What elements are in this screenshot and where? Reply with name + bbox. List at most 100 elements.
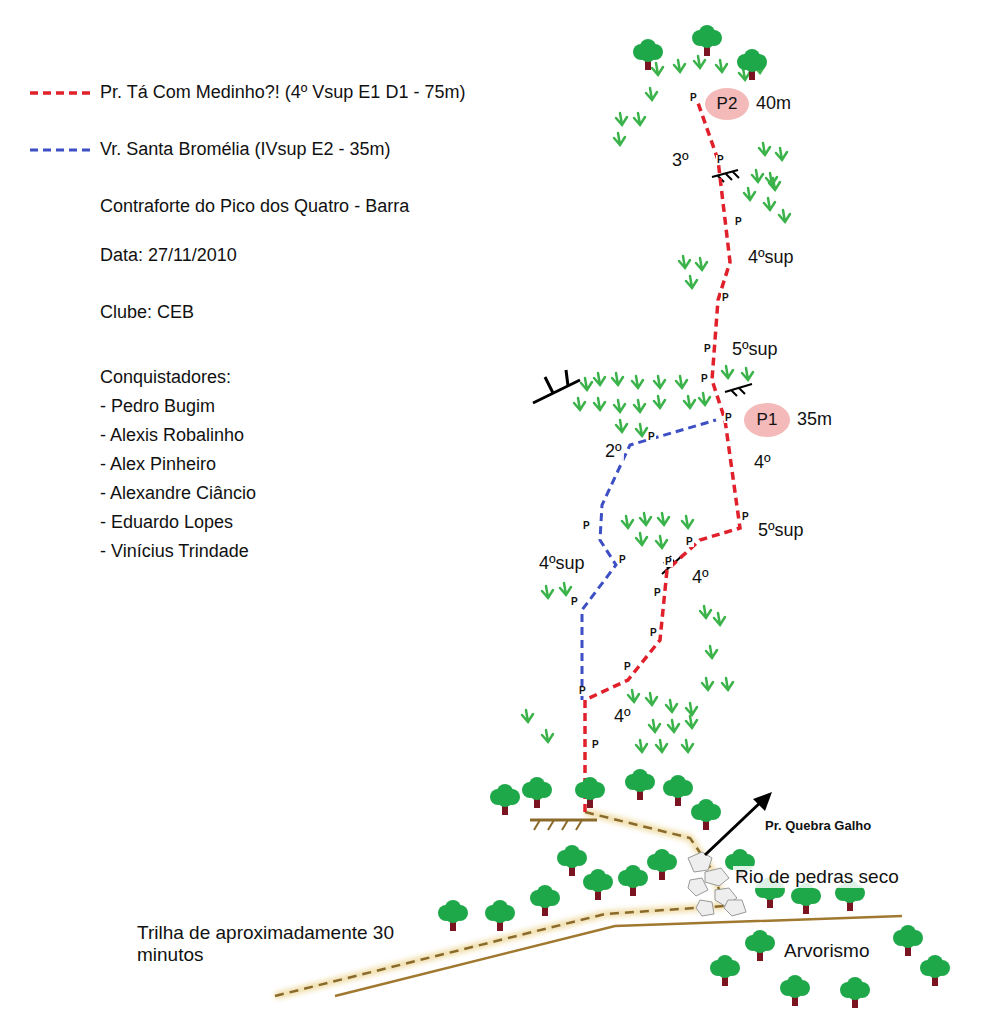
- grass-mark: [722, 366, 733, 378]
- grass-mark: [522, 710, 533, 722]
- grass-mark: [634, 400, 645, 412]
- tree-crown: [927, 962, 943, 978]
- grass-mark: [646, 88, 657, 100]
- station-label: P1: [757, 410, 778, 430]
- grade-label: 4º: [752, 452, 773, 473]
- info-text: Conquistadores:: [100, 367, 231, 388]
- grass-mark: [616, 420, 627, 432]
- grass-mark: [706, 646, 717, 658]
- tree-crown: [842, 887, 858, 903]
- grass-mark: [744, 188, 755, 200]
- bolt-marker: P: [582, 521, 591, 531]
- grass-mark: [686, 716, 697, 728]
- grass-mark: [656, 740, 667, 752]
- grass-mark: [694, 56, 705, 68]
- belay-station: P2: [705, 88, 749, 120]
- grass-mark: [574, 398, 585, 410]
- bolt-marker: P: [570, 597, 579, 607]
- bolt-marker: P: [703, 344, 712, 354]
- bolt-marker: P: [700, 374, 709, 384]
- grass-mark: [752, 170, 763, 182]
- grass-mark: [742, 368, 753, 380]
- grade-label: 4ºsup: [537, 553, 587, 574]
- grass-mark: [686, 276, 697, 288]
- tree-crown: [654, 856, 670, 872]
- grass-mark: [699, 393, 710, 405]
- grass-mark: [581, 378, 592, 390]
- grade-label: 2º: [603, 441, 624, 462]
- tree-crown: [744, 56, 760, 72]
- grass-mark: [722, 678, 733, 690]
- info-text: Clube: CEB: [100, 302, 194, 323]
- place-label: Arvorismo: [782, 940, 872, 962]
- bolt-marker: P: [734, 217, 743, 227]
- grass-mark: [614, 133, 625, 145]
- grass-mark: [764, 198, 775, 210]
- tree-crown: [699, 32, 715, 48]
- tree-crown: [537, 892, 553, 908]
- grass-mark: [679, 256, 690, 268]
- grass-mark: [649, 720, 660, 732]
- grass-mark: [628, 690, 639, 702]
- station-label: P2: [717, 94, 738, 114]
- bolt-marker: P: [716, 155, 725, 165]
- grass-mark: [636, 533, 647, 545]
- grass-mark: [634, 113, 645, 125]
- info-text: - Alex Pinheiro: [100, 454, 216, 475]
- grass-mark: [769, 178, 780, 190]
- grass-mark: [640, 513, 651, 525]
- grass-mark: [682, 740, 693, 752]
- grass-mark: [616, 113, 627, 125]
- grass-mark: [776, 148, 787, 160]
- grass-mark: [612, 373, 623, 385]
- tree-crown: [492, 907, 508, 923]
- grade-label: 3º: [670, 150, 691, 171]
- grass-mark: [654, 396, 665, 408]
- bolt-marker: P: [689, 93, 698, 103]
- place-label: Rio de pedras seco: [733, 866, 901, 888]
- tree-crown: [640, 46, 656, 62]
- grass-mark: [674, 60, 685, 72]
- grass-mark: [632, 376, 643, 388]
- tree-crown: [670, 782, 686, 798]
- grass-mark: [700, 606, 711, 618]
- grass-mark: [656, 536, 667, 548]
- tree-crown: [497, 791, 513, 807]
- grass-mark: [646, 693, 657, 705]
- grass-mark: [696, 258, 707, 270]
- grade-label: 4º: [690, 567, 711, 588]
- belay-station: P1: [744, 403, 790, 437]
- bolt-marker: P: [649, 628, 658, 638]
- grass-mark: [594, 373, 605, 385]
- grass-mark: [666, 700, 677, 712]
- tree-crown: [752, 937, 768, 953]
- bolt-marker: P: [741, 512, 750, 522]
- grass-mark: [658, 513, 669, 525]
- bolt-marker: P: [724, 413, 733, 423]
- grass-mark: [779, 210, 790, 222]
- info-text: - Pedro Bugim: [100, 396, 215, 417]
- grass-mark: [682, 516, 693, 528]
- grass-mark: [676, 376, 687, 388]
- bolt-marker: P: [653, 588, 662, 598]
- tree-crown: [625, 872, 641, 888]
- tree-crown: [529, 784, 545, 800]
- legend-text: Vr. Santa Bromélia (IVsup E2 - 35m): [100, 139, 390, 160]
- tree-crown: [564, 852, 580, 868]
- grass-mark: [716, 60, 727, 72]
- tree-crown: [798, 890, 814, 906]
- grade-label: 4ºsup: [746, 247, 796, 268]
- tree-crown: [717, 962, 733, 978]
- grass-mark: [766, 173, 777, 185]
- grade-label: 4º: [612, 706, 633, 727]
- grass-mark: [636, 740, 647, 752]
- grass-mark: [542, 730, 553, 742]
- bolt-marker: P: [664, 557, 673, 567]
- info-text: Data: 27/11/2010: [100, 245, 237, 266]
- bolt-marker: P: [591, 740, 600, 750]
- bolt-marker: P: [685, 537, 694, 547]
- grass-mark: [560, 583, 571, 595]
- pitch-length: 35m: [795, 409, 834, 430]
- info-text: - Alexis Robalinho: [100, 425, 244, 446]
